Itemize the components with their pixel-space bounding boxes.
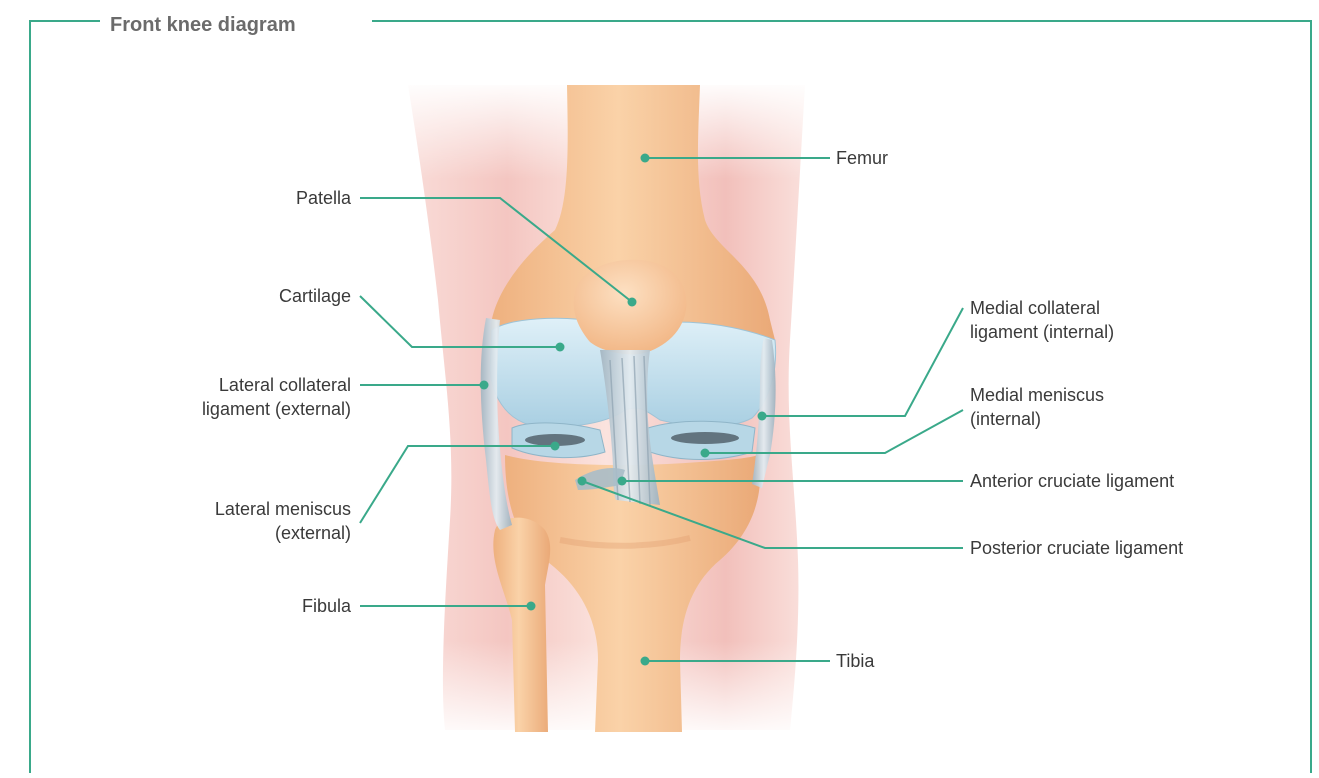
label-patella: Patella bbox=[296, 186, 351, 210]
dot-cartilage bbox=[556, 343, 565, 352]
label-medial-meniscus-line1: Medial meniscus bbox=[970, 383, 1104, 407]
label-posterior-cruciate: Posterior cruciate ligament bbox=[970, 536, 1183, 560]
label-tibia: Tibia bbox=[836, 649, 874, 673]
label-lateral-collateral: Lateral collateral ligament (external) bbox=[202, 373, 351, 421]
label-anterior-cruciate: Anterior cruciate ligament bbox=[970, 469, 1174, 493]
dot-patella bbox=[628, 298, 637, 307]
label-medial-collateral-line2: ligament (internal) bbox=[970, 320, 1114, 344]
label-fibula: Fibula bbox=[302, 594, 351, 618]
label-medial-meniscus: Medial meniscus (internal) bbox=[970, 383, 1104, 431]
label-lateral-meniscus-line1: Lateral meniscus bbox=[215, 497, 351, 521]
label-lateral-collateral-line2: ligament (external) bbox=[202, 397, 351, 421]
label-medial-collateral-line1: Medial collateral bbox=[970, 296, 1114, 320]
label-femur: Femur bbox=[836, 146, 888, 170]
dot-lateral-collateral bbox=[480, 381, 489, 390]
label-lateral-meniscus-line2: (external) bbox=[215, 521, 351, 545]
dot-anterior-cruciate bbox=[618, 477, 627, 486]
label-cartilage: Cartilage bbox=[279, 284, 351, 308]
label-medial-meniscus-line2: (internal) bbox=[970, 407, 1104, 431]
dot-medial-collateral bbox=[758, 412, 767, 421]
dot-femur bbox=[641, 154, 650, 163]
label-lateral-meniscus: Lateral meniscus (external) bbox=[215, 497, 351, 545]
dot-fibula bbox=[527, 602, 536, 611]
dot-lateral-meniscus bbox=[551, 442, 560, 451]
label-medial-collateral: Medial collateral ligament (internal) bbox=[970, 296, 1114, 344]
label-lateral-collateral-line1: Lateral collateral bbox=[202, 373, 351, 397]
diagram-title: Front knee diagram bbox=[108, 13, 298, 37]
dot-tibia bbox=[641, 657, 650, 666]
dot-posterior-cruciate bbox=[578, 477, 587, 486]
dot-medial-meniscus bbox=[701, 449, 710, 458]
